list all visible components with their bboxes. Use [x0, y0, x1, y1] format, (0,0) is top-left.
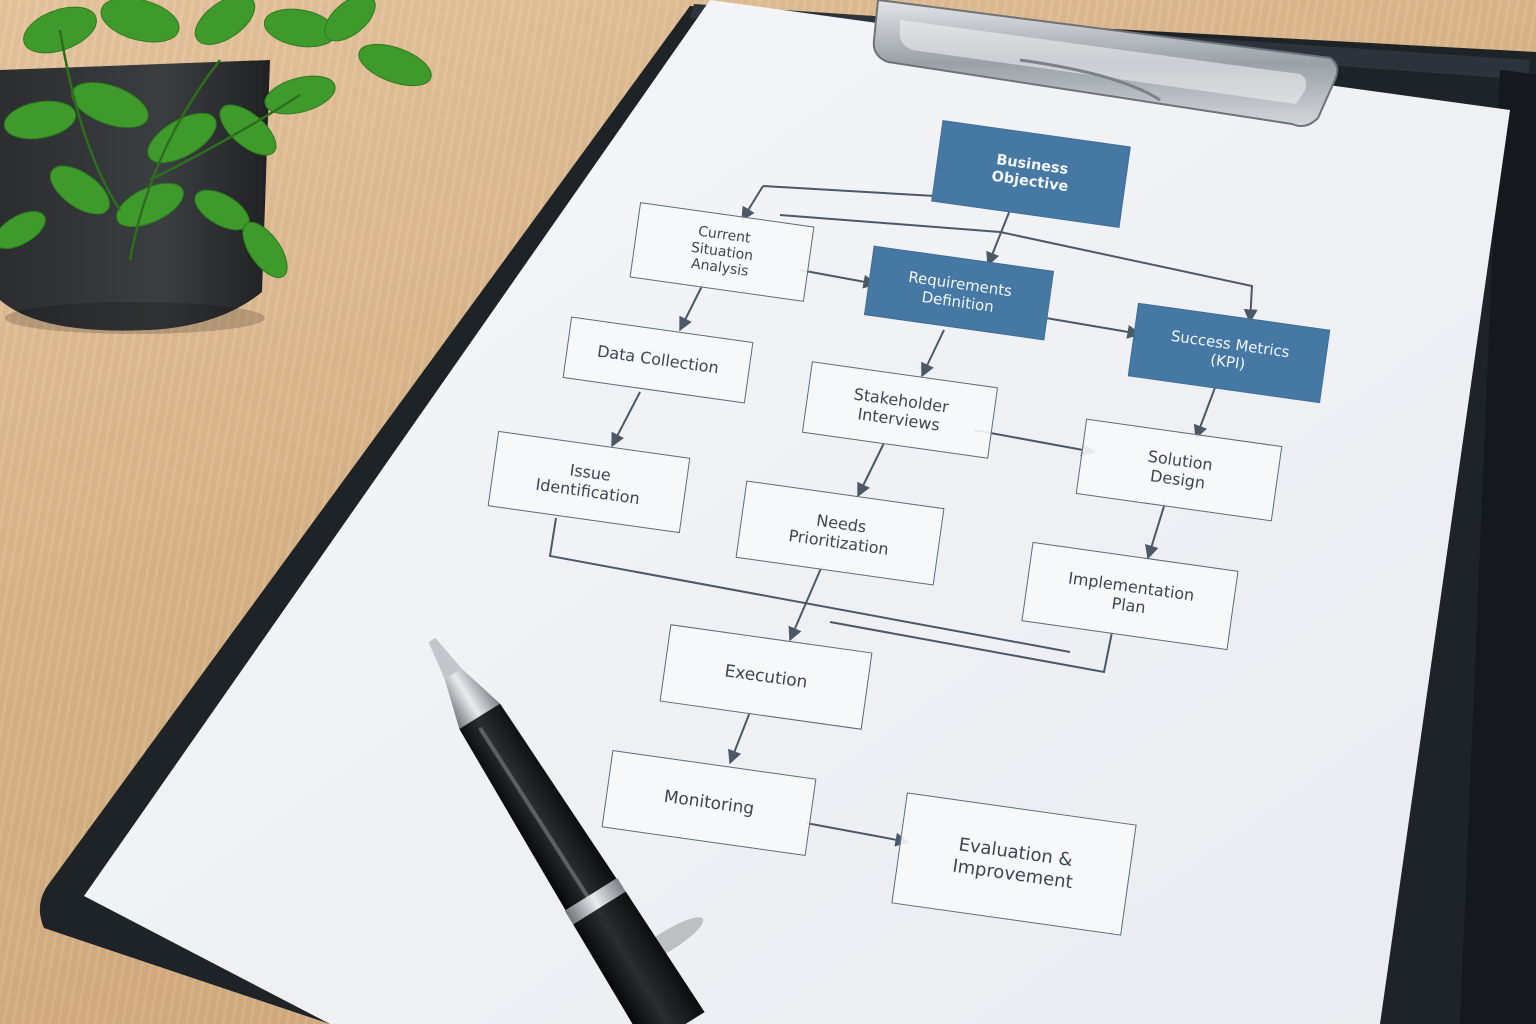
plant-pot-icon [0, 0, 432, 334]
diagram-connectors [548, 185, 1258, 847]
clipboard-clip-icon [872, 0, 1339, 127]
pen-icon [428, 637, 705, 1024]
